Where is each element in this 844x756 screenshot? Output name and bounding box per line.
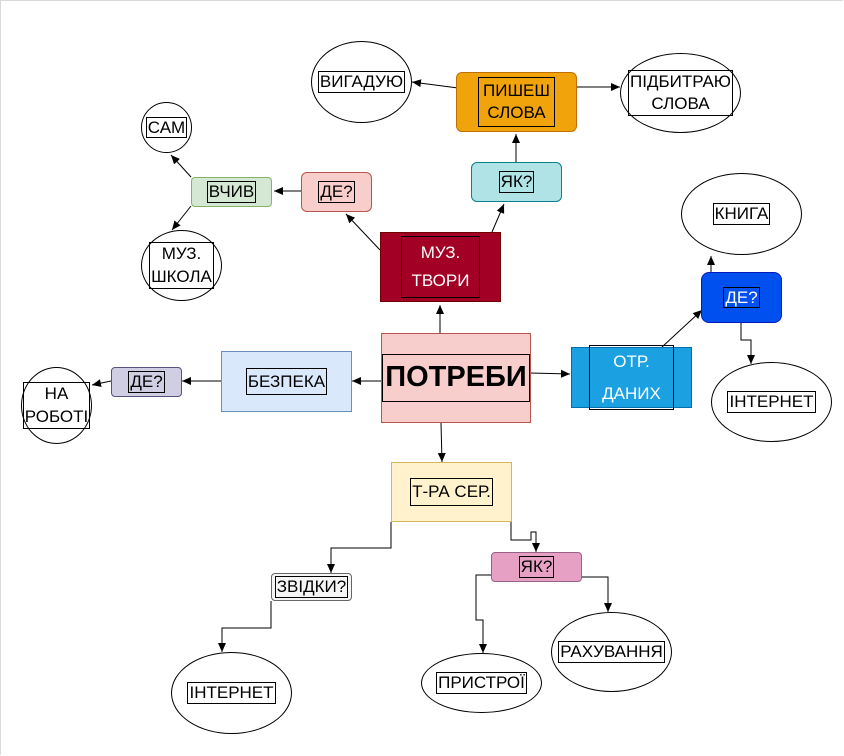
node-knyha: КНИГА	[681, 173, 802, 255]
node-muz-shkola-line2: ШКОЛА	[151, 266, 212, 286]
node-yak-top: ЯК?	[471, 162, 562, 202]
edge-center-tra	[437, 422, 446, 463]
node-muz-shkola: МУЗ. ШКОЛА	[141, 230, 222, 301]
node-na-roboti-line2: РОБОТІ	[24, 406, 89, 426]
node-muz-tvory-line1: МУЗ.	[420, 242, 461, 262]
center-node-label: ПОТРЕБИ	[382, 354, 530, 402]
node-na-roboti-label: НА РОБОТІ	[22, 382, 91, 429]
node-internet-bottom-label: ІНТЕРНЕТ	[187, 682, 276, 704]
node-yak-bottom-label: ЯК?	[518, 556, 555, 578]
node-de-muz-label: ДЕ?	[318, 181, 355, 203]
node-muz-tvory-label: МУЗ. ТВОРИ	[400, 235, 481, 299]
node-tra-ser-label: Т-РА СЕР.	[410, 478, 493, 506]
node-internet-right-label: ІНТЕРНЕТ	[727, 391, 816, 413]
node-de-muz: ДЕ?	[301, 172, 372, 212]
node-knyha-label: КНИГА	[712, 203, 771, 225]
node-otr-danykh-label: ОТР. ДАНИХ	[589, 345, 674, 410]
node-muz-shkola-line1: МУЗ.	[161, 244, 202, 264]
node-rakhuvannya-label: РАХУВАННЯ	[558, 641, 665, 663]
node-muz-shkola-label: МУЗ. ШКОЛА	[149, 242, 214, 289]
node-pyshesh-line2: СЛОВА	[487, 103, 546, 122]
edge-otr-de	[661, 309, 703, 348]
node-bezpeka-label: БЕЗПЕКА	[245, 367, 328, 396]
edge-zvidky-internet	[218, 601, 272, 652]
edge-vchyv-sam	[170, 154, 192, 178]
node-pidbyrayu-slova: ПІДБИТРАЮ СЛОВА	[620, 53, 741, 133]
node-otr-danykh-line2: ДАНИХ	[602, 383, 661, 403]
node-yak-bottom: ЯК?	[491, 552, 582, 582]
node-internet-bottom: ІНТЕРНЕТ	[171, 652, 292, 734]
node-prystroi-label: ПРИСТРОЇ	[436, 672, 527, 694]
node-vygaduyu: ВИГАДУЮ	[311, 41, 412, 123]
node-rakhuvannya: РАХУВАННЯ	[551, 612, 672, 692]
node-otr-danykh: ОТР. ДАНИХ	[571, 345, 692, 410]
edge-yak-prystroi	[475, 574, 491, 653]
node-pidbyrayu-line2: СЛОВА	[651, 94, 710, 113]
edge-de-naroboti	[91, 379, 112, 388]
edge-vchyv-muzshkola	[171, 205, 192, 231]
node-bezpeka: БЕЗПЕКА	[221, 351, 352, 412]
node-de-bezpeka-label: ДЕ?	[128, 371, 165, 393]
node-sam: САМ	[141, 102, 192, 153]
node-yak-top-label: ЯК?	[498, 171, 535, 193]
node-de-otr-label: ДЕ?	[723, 286, 760, 309]
node-vygaduyu-label: ВИГАДУЮ	[317, 71, 406, 93]
node-de-bezpeka: ДЕ?	[111, 367, 182, 397]
node-prystroi: ПРИСТРОЇ	[421, 653, 542, 713]
node-pidbyrayu-label: ПІДБИТРАЮ СЛОВА	[628, 69, 733, 117]
edge-yak-rakhuvannya	[581, 576, 612, 612]
node-internet-right: ІНТЕРНЕТ	[711, 362, 832, 442]
node-pyshesh-slova: ПИШЕШ СЛОВА	[456, 72, 577, 132]
node-na-roboti: НА РОБОТІ	[21, 367, 92, 444]
edge-de-internet	[740, 322, 755, 364]
node-sam-label: САМ	[145, 116, 188, 139]
node-tra-ser: Т-РА СЕР.	[391, 462, 512, 522]
node-pyshesh-line1: ПИШЕШ	[483, 80, 550, 100]
node-vchyv: ВЧИВ	[191, 177, 272, 207]
node-muz-tvory-line2: ТВОРИ	[411, 271, 470, 290]
node-pyshesh-label: ПИШЕШ СЛОВА	[478, 76, 555, 128]
edge-tra-yak	[510, 522, 540, 552]
node-de-otr: ДЕ?	[701, 272, 782, 323]
node-vchyv-label: ВЧИВ	[206, 181, 257, 203]
node-zvidky: ЗВІДКИ?	[271, 573, 352, 601]
edge-center-otr	[529, 369, 571, 378]
node-otr-danykh-line1: ОТР.	[613, 352, 650, 372]
edge-muz-yak	[491, 203, 505, 233]
center-node-potreby: ПОТРЕБИ	[381, 333, 531, 423]
node-zvidky-label: ЗВІДКИ?	[274, 576, 349, 598]
edge-pyshesh-vygaduyu	[411, 79, 459, 89]
node-pidbyrayu-line1: ПІДБИТРАЮ	[630, 71, 731, 91]
node-muz-tvory: МУЗ. ТВОРИ	[380, 232, 501, 302]
edge-tra-zvidky	[327, 522, 392, 573]
node-na-roboti-line1: НА	[44, 384, 69, 404]
edge-muz-de	[345, 213, 381, 251]
